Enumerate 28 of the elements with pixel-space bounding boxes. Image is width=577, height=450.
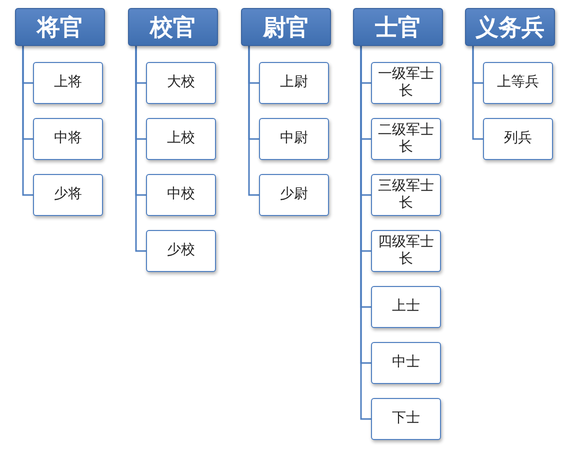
connector-line	[248, 46, 259, 196]
rank-box: 下士	[371, 398, 441, 440]
rank-box: 少将	[33, 174, 103, 216]
rank-box: 列兵	[483, 118, 553, 160]
category-box: 尉官	[241, 8, 331, 46]
connector-line	[472, 46, 483, 140]
rank-box: 四级军士长	[371, 230, 441, 272]
rank-box: 上将	[33, 62, 103, 104]
connector-line	[22, 46, 33, 196]
rank-box: 中校	[146, 174, 216, 216]
rank-box: 二级军士长	[371, 118, 441, 160]
rank-box: 上校	[146, 118, 216, 160]
rank-box: 一级军士长	[371, 62, 441, 104]
rank-box: 上等兵	[483, 62, 553, 104]
category-box: 义务兵	[465, 8, 555, 46]
category-box: 士官	[353, 8, 443, 46]
rank-box: 三级军士长	[371, 174, 441, 216]
rank-box: 中将	[33, 118, 103, 160]
category-box: 校官	[128, 8, 218, 46]
rank-box: 少校	[146, 230, 216, 272]
rank-box: 中尉	[259, 118, 329, 160]
rank-box: 中士	[371, 342, 441, 384]
category-box: 将官	[15, 8, 105, 46]
connector-line	[135, 46, 146, 252]
rank-box: 上士	[371, 286, 441, 328]
rank-box: 少尉	[259, 174, 329, 216]
rank-box: 大校	[146, 62, 216, 104]
rank-box: 上尉	[259, 62, 329, 104]
